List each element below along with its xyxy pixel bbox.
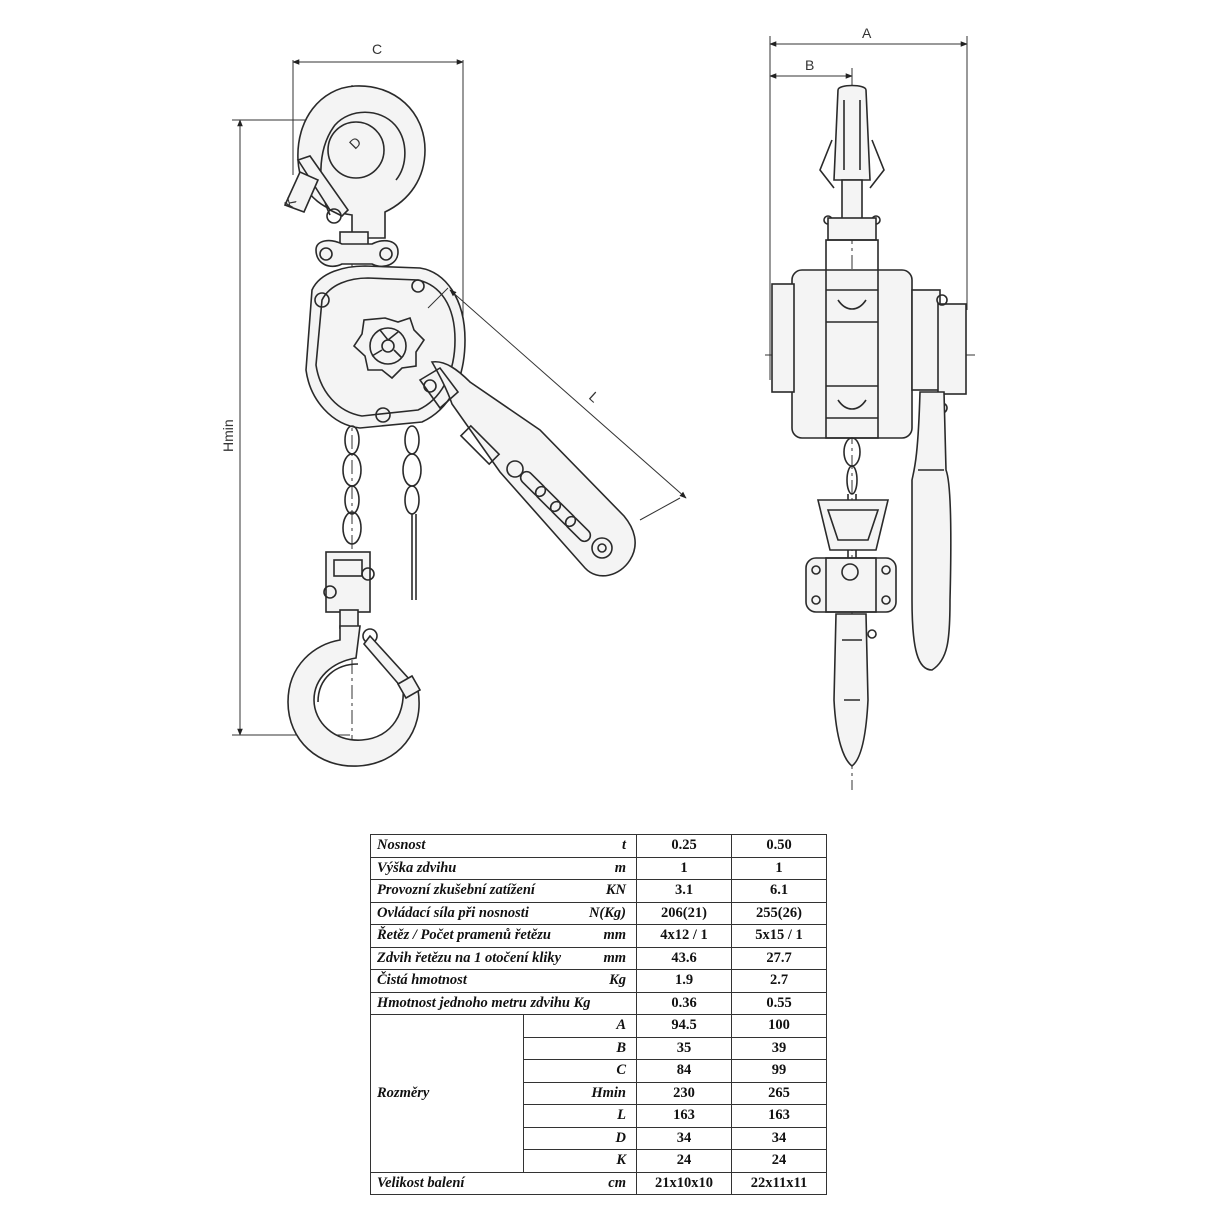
row-label: Nosnost t — [370, 834, 637, 858]
value-col2: 34 — [731, 1126, 827, 1150]
row-label: Hmotnost jednoho metru zdvihu Kg — [370, 991, 637, 1015]
row-label-text: Velikost balení — [377, 1174, 465, 1191]
value-col2: 22x11x11 — [731, 1171, 827, 1195]
value-col2: 5x15 / 1 — [731, 924, 827, 948]
table-row: Ovládací síla při nosnosti N(Kg) 206(21)25… — [370, 901, 827, 925]
row-unit: mm — [603, 949, 626, 966]
row-label-text: Ovládací síla při nosnosti — [377, 904, 529, 921]
dimensions-group-label: Rozměry — [370, 1014, 524, 1173]
dimension-label: D — [523, 1126, 637, 1150]
value-col1: 0.36 — [636, 991, 732, 1015]
dim-label-b: B — [805, 57, 814, 73]
row-label-text: Čistá hmotnost — [377, 972, 467, 989]
row-label-text: Provozní zkušební zatížení — [377, 882, 535, 899]
row-label-text: Hmotnost jednoho metru zdvihu Kg — [377, 994, 591, 1011]
value-col2: 255(26) — [731, 901, 827, 925]
value-col2: 100 — [731, 1014, 827, 1038]
row-label: Výška zdvihu m — [370, 856, 637, 880]
value-col1: 43.6 — [636, 946, 732, 970]
value-col1: 34 — [636, 1126, 732, 1150]
dimension-label: Hmin — [523, 1081, 637, 1105]
capacity-col2: 0.50 — [731, 834, 827, 858]
row-unit: N(Kg) — [588, 904, 626, 921]
value-col2: 24 — [731, 1149, 827, 1173]
value-col2: 1 — [731, 856, 827, 880]
value-col1: 94.5 — [636, 1014, 732, 1038]
value-col2: 39 — [731, 1036, 827, 1060]
value-col1: 35 — [636, 1036, 732, 1060]
value-col1: 163 — [636, 1104, 732, 1128]
table-header-row: Nosnost t 0.25 0.50 — [370, 834, 827, 858]
side-view: A B — [765, 25, 975, 790]
dimension-label: A — [523, 1014, 637, 1038]
value-col2: 163 — [731, 1104, 827, 1128]
dim-label-a: A — [862, 25, 872, 41]
value-col1: 84 — [636, 1059, 732, 1083]
row-unit: t — [621, 837, 626, 853]
row-label-text: Zdvih řetězu na 1 otočení kliky — [377, 949, 562, 966]
value-col2: 265 — [731, 1081, 827, 1105]
value-col2: 99 — [731, 1059, 827, 1083]
dimension-label: B — [523, 1036, 637, 1060]
value-col1: 230 — [636, 1081, 732, 1105]
dimension-label: C — [523, 1059, 637, 1083]
row-unit: KN — [605, 882, 626, 898]
row-unit: Kg — [609, 972, 626, 988]
row-label: Velikost balení cm — [370, 1171, 637, 1195]
value-col1: 21x10x10 — [636, 1171, 732, 1195]
row-label: Provozní zkušební zatížení KN — [370, 879, 637, 903]
technical-drawing: C Hmin K D — [220, 25, 975, 790]
value-col1: 1.9 — [636, 969, 732, 993]
value-col1: 1 — [636, 856, 732, 880]
row-label: Zdvih řetězu na 1 otočení kliky mm — [370, 946, 637, 970]
row-label-text: Nosnost — [377, 837, 426, 854]
row-label: Ovládací síla při nosnosti N(Kg) — [370, 901, 637, 925]
hoist-drawing-svg: C Hmin K D — [220, 25, 975, 790]
dim-label-l: L — [586, 388, 603, 405]
value-col1: 24 — [636, 1149, 732, 1173]
dimension-label: K — [523, 1149, 637, 1173]
value-col2: 27.7 — [731, 946, 827, 970]
row-unit: mm — [603, 927, 626, 943]
row-unit: cm — [608, 1174, 626, 1191]
row-label: Čistá hmotnost Kg — [370, 969, 637, 993]
value-col2: 2.7 — [731, 969, 827, 993]
row-label: Řetěz / Počet pramenů řetězu mm — [370, 924, 637, 948]
dim-label-hmin: Hmin — [220, 419, 236, 452]
value-col1: 206(21) — [636, 901, 732, 925]
value-col1: 4x12 / 1 — [636, 924, 732, 948]
front-view: C Hmin K D — [220, 41, 687, 767]
row-unit: m — [614, 859, 626, 876]
value-col2: 0.55 — [731, 991, 827, 1015]
dimension-label: L — [523, 1104, 637, 1128]
dim-label-c: C — [372, 41, 382, 57]
row-label-text: Řetěz / Počet pramenů řetězu — [377, 927, 551, 944]
row-label-text: Výška zdvihu — [377, 859, 457, 876]
capacity-col1: 0.25 — [636, 834, 732, 858]
value-col1: 3.1 — [636, 879, 732, 903]
value-col2: 6.1 — [731, 879, 827, 903]
